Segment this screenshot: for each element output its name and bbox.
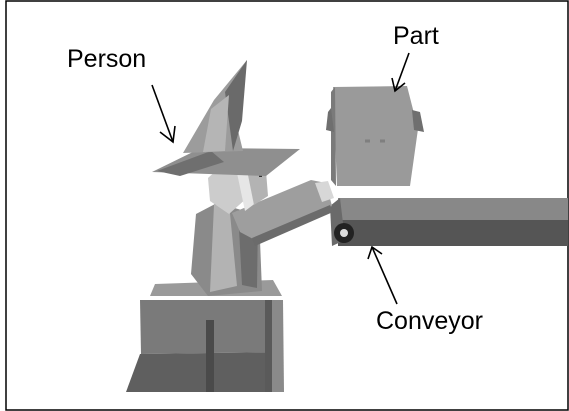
part-arrow [391,52,410,93]
conveyor-arrow [367,245,398,305]
person-arrow [151,84,176,144]
part-box [326,86,424,186]
label-person: Person [67,45,147,73]
conveyor [330,198,568,246]
label-part: Part [393,22,439,50]
label-conveyor: Conveyor [376,307,483,335]
person-figure [126,60,334,392]
